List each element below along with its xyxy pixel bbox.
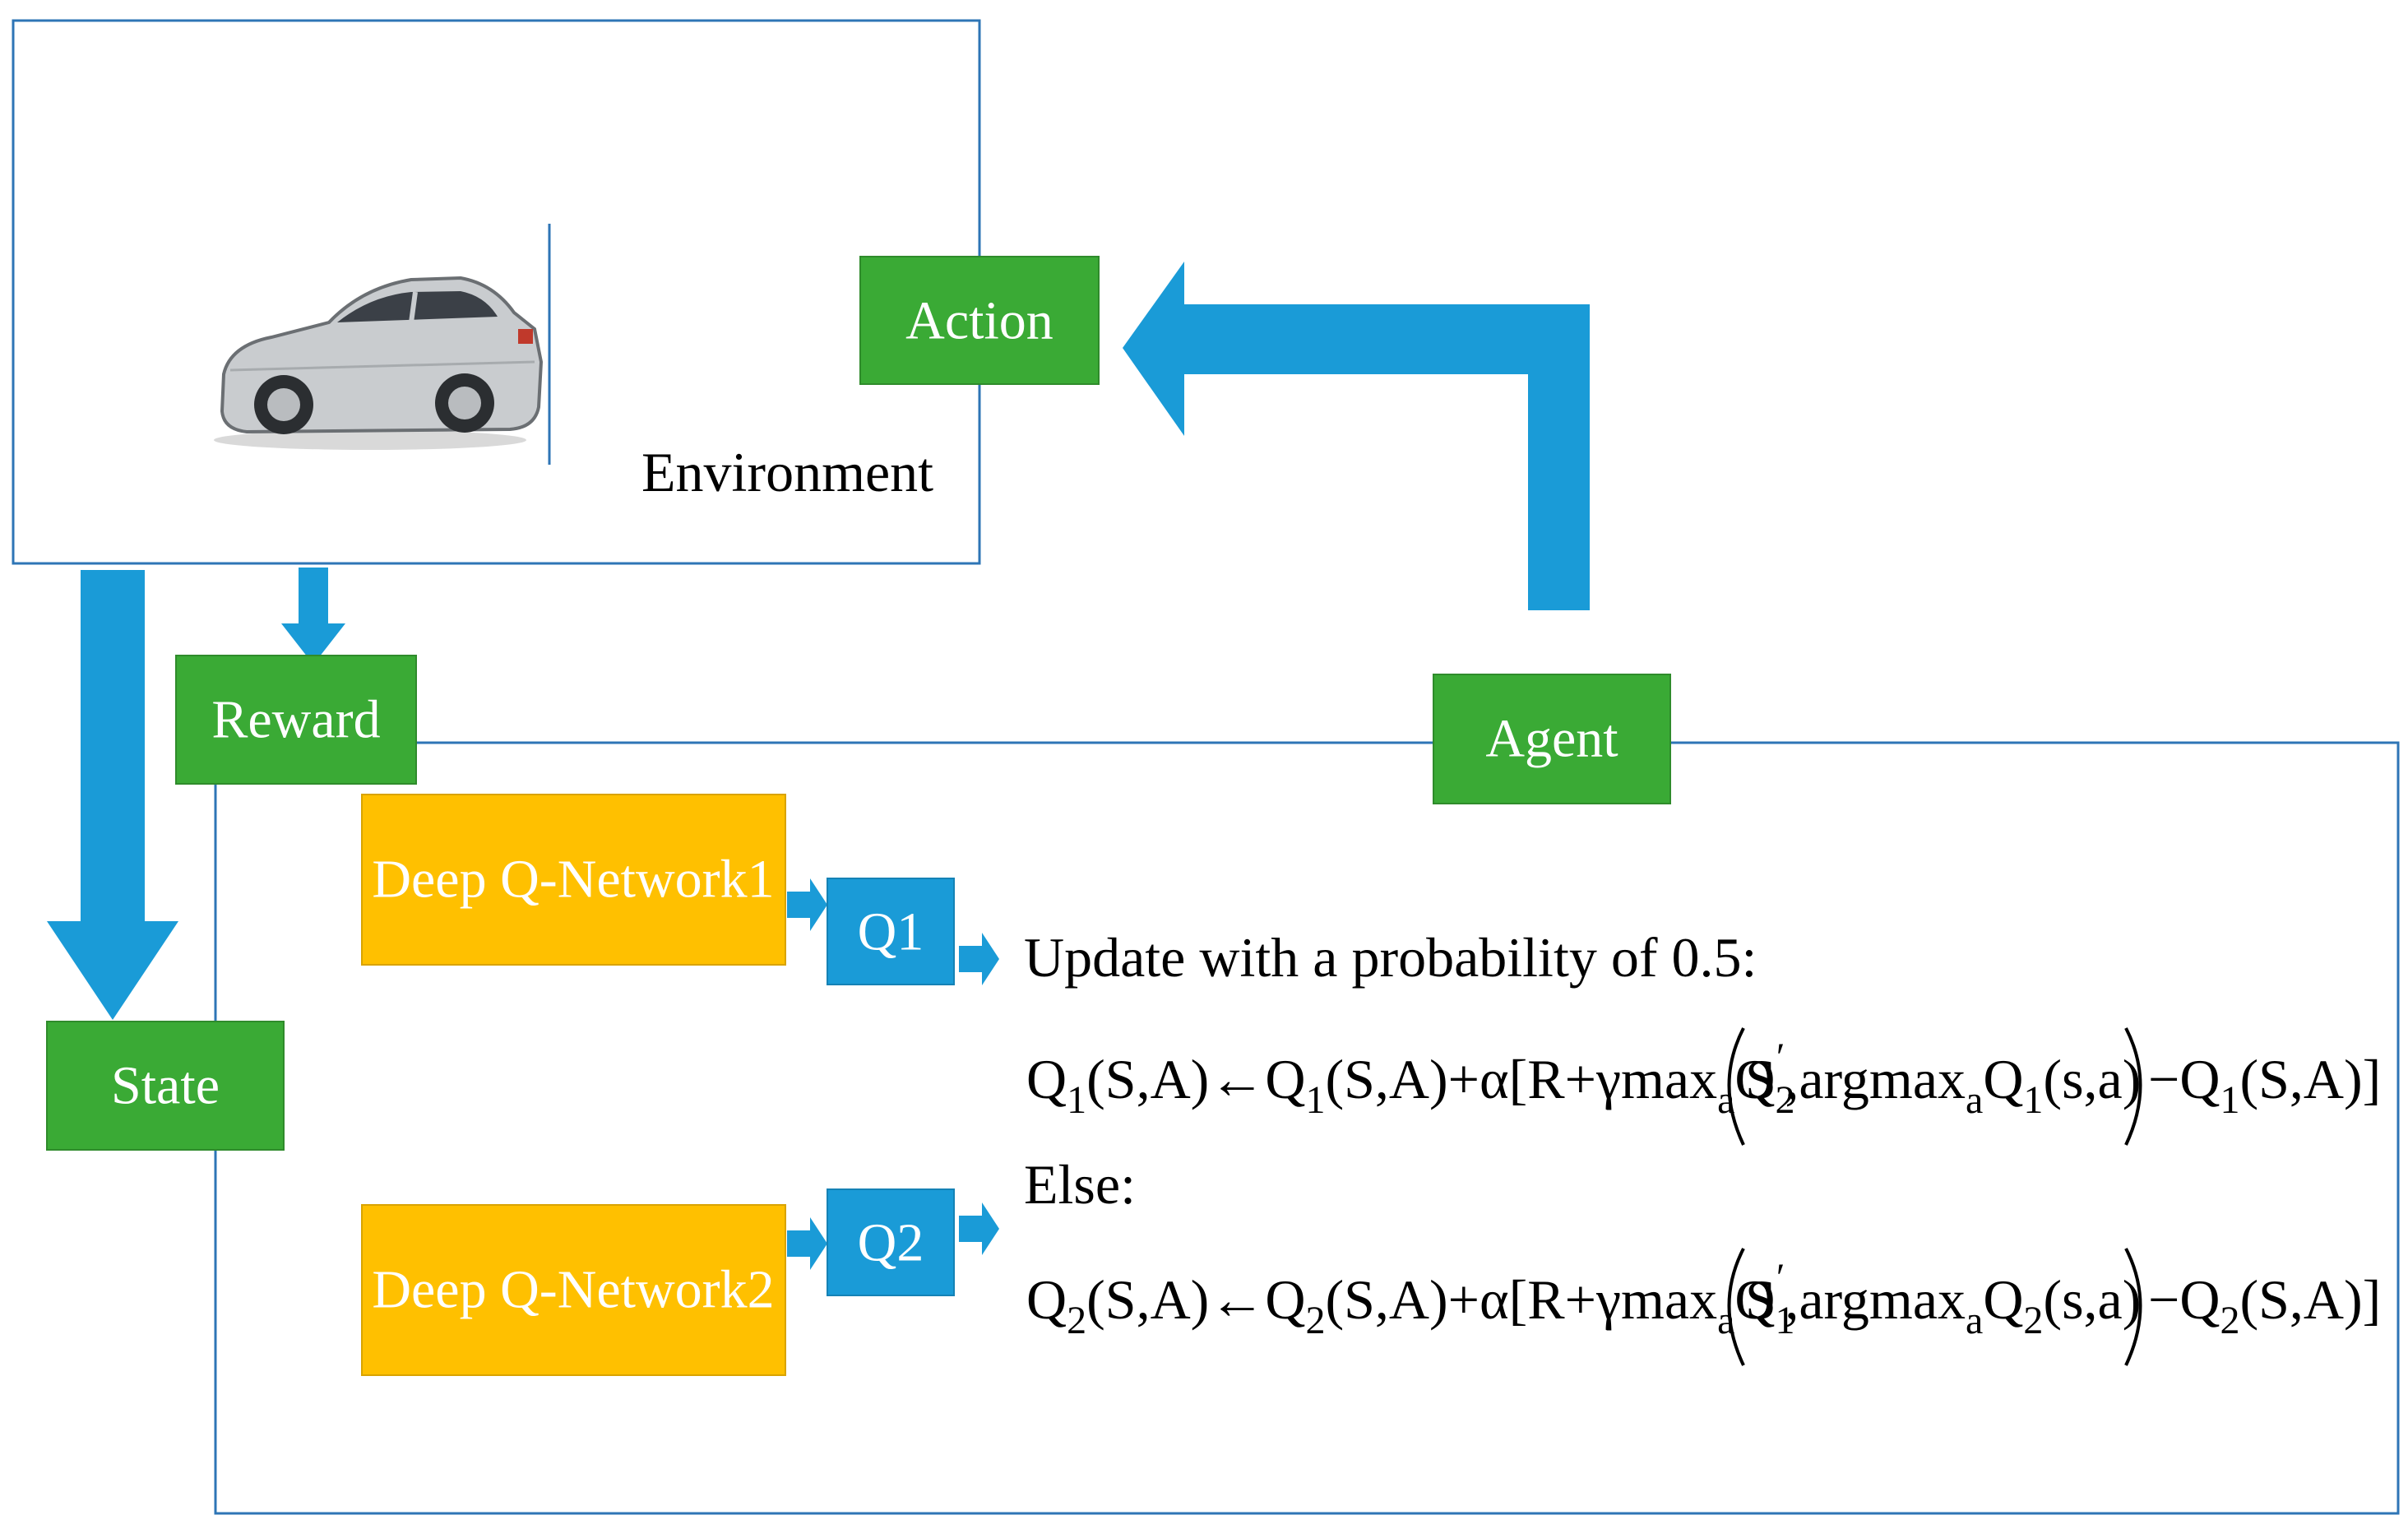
environment-to-reward-arrow: [281, 568, 345, 665]
agent-to-action-arrow: [1123, 262, 1590, 610]
else-label: Else:: [1024, 1153, 1136, 1216]
equation-q1: Q1(S,A)←Q1(S,A)+α[R+γmaxaQ2: [1026, 1048, 1795, 1122]
equation-q1-close-paren: [2124, 1027, 2142, 1146]
agent-box: [1433, 674, 1671, 804]
dqn1-to-q1-arrow: [787, 878, 827, 931]
agent-frame: [214, 741, 2400, 1515]
environment-label: Environment: [641, 441, 933, 503]
action-label: Action: [905, 291, 1054, 351]
environment-to-state-arrow: [47, 570, 178, 1020]
q1-label: Q1: [858, 902, 924, 962]
q2-label: Q2: [858, 1213, 924, 1273]
dqn2-label: Deep Q-Network2: [372, 1260, 774, 1320]
dqn2-to-q2-arrow: [787, 1217, 827, 1270]
equation-q1-inner: S′,argmaxaQ1(s,a): [1745, 1036, 2141, 1122]
equation-q1-tail: −Q1(S,A)]: [2148, 1048, 2381, 1122]
update-condition: Update with a probability of 0.5:: [1024, 926, 1757, 989]
dqn1-label: Deep Q-Network1: [372, 850, 774, 910]
q2-box: [827, 1188, 955, 1296]
reward-label: Reward: [211, 690, 380, 750]
state-label: State: [111, 1056, 220, 1116]
state-box: [46, 1021, 285, 1151]
equation-q2: Q2(S,A)←Q2(S,A)+α[R+γmaxaQ1: [1026, 1268, 1795, 1342]
equation-q2-close-paren: [2124, 1248, 2142, 1366]
equation-q2-inner: S′,argmaxaQ2(s,a): [1745, 1256, 2141, 1342]
car-icon: [214, 276, 544, 450]
agent-label: Agent: [1485, 709, 1618, 769]
q2-to-update-arrow: [959, 1202, 999, 1255]
q1-to-update-arrow: [959, 933, 999, 985]
equation-q1-open-paren: [1727, 1027, 1745, 1146]
q1-box: [827, 878, 955, 985]
equation-q2-open-paren: [1727, 1248, 1745, 1366]
equation-q2-tail: −Q2(S,A)]: [2148, 1268, 2381, 1342]
reward-box: [175, 655, 417, 785]
action-box: [859, 256, 1100, 385]
dqn1-box: [361, 794, 786, 966]
dqn2-box: [361, 1204, 786, 1376]
